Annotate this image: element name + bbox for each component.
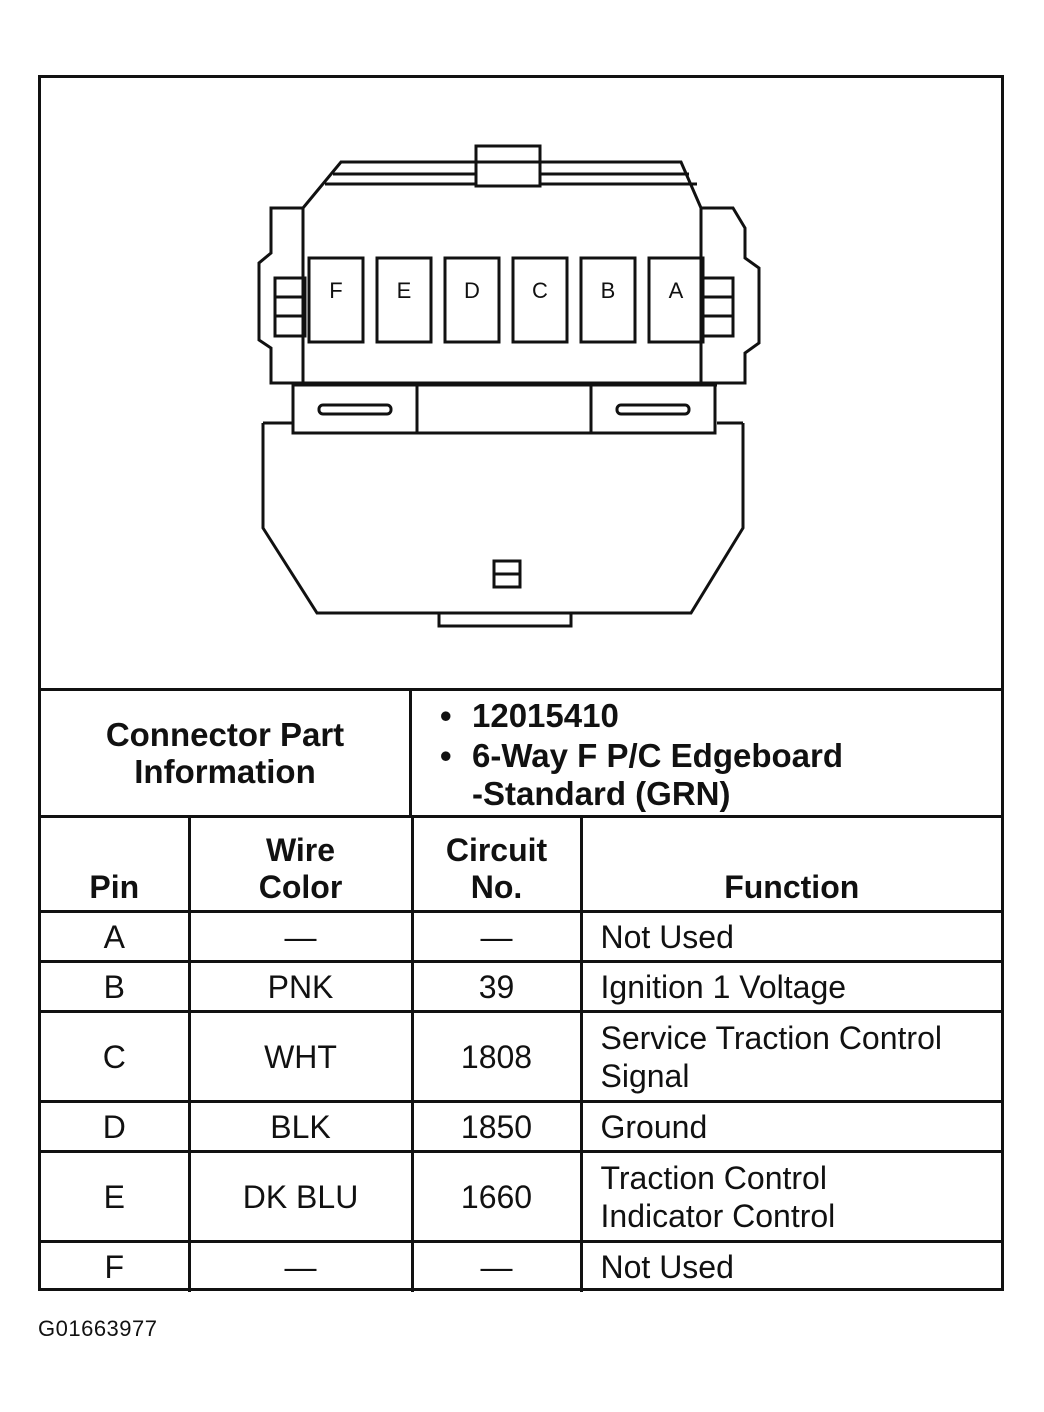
pin-cell: A (41, 910, 191, 963)
right-lock-block (589, 383, 717, 435)
wire-color-cell: — (187, 910, 414, 963)
function-cell: Ground (579, 1100, 1001, 1153)
left-lock-block (291, 383, 419, 435)
pin-cell: B (41, 960, 191, 1013)
pin-cell: E (41, 1150, 191, 1243)
pin-cell: F (41, 1240, 191, 1292)
lower-body (261, 421, 745, 615)
circuit-no-cell: — (410, 910, 583, 963)
pin-cavity-label: C (532, 278, 548, 303)
wire-color-cell: WHT (187, 1010, 414, 1103)
table-row: F——Not Used (41, 1240, 1001, 1292)
pin-table: Pin Wire Color Circuit No. Function A——N… (41, 818, 1001, 1292)
part-number-item: • 12015410 (440, 697, 619, 735)
connector-type-continuation: -Standard (GRN) (472, 775, 731, 813)
header-wire-color: Wire Color (187, 818, 414, 913)
function-cell: Traction Control Indicator Control (579, 1150, 1001, 1243)
bullet-icon: • (440, 737, 452, 774)
bottom-marker-icon (492, 559, 522, 589)
pin-cavity-label: B (601, 278, 616, 303)
header-circuit-no: Circuit No. (410, 818, 583, 913)
wire-color-cell: BLK (187, 1100, 414, 1153)
figure-id: G01663977 (38, 1316, 158, 1341)
pin-cavity-e (375, 256, 433, 344)
connector-type-continuation-text: -Standard (GRN) (472, 775, 731, 812)
header-pin: Pin (41, 818, 191, 913)
right-side-latch (701, 276, 735, 338)
pin-cavity-a (647, 256, 705, 344)
table-row: A——Not Used (41, 910, 1001, 963)
connector-part-info-label: Connector Part Information (41, 691, 412, 815)
wire-color-cell: — (187, 1240, 414, 1292)
wire-color-cell: PNK (187, 960, 414, 1013)
pin-cavity-f (307, 256, 365, 344)
function-cell: Service Traction Control Signal (579, 1010, 1001, 1103)
pin-cell: D (41, 1100, 191, 1153)
circuit-no-cell: 1660 (410, 1150, 583, 1243)
pin-cell: C (41, 1010, 191, 1103)
connector-part-info-values: • 12015410 • 6-Way F P/C Edgeboard -Stan… (412, 691, 1001, 815)
circuit-no-cell: 1808 (410, 1010, 583, 1103)
part-number-text: 12015410 (472, 697, 619, 734)
wire-color-cell: DK BLU (187, 1150, 414, 1243)
connector-type-text: 6-Way F P/C Edgeboard (472, 737, 843, 774)
latch-tab (474, 144, 542, 188)
pin-table-header: Pin Wire Color Circuit No. Function (41, 818, 1001, 913)
pin-cavity-label: F (329, 278, 342, 303)
bottom-tab (437, 613, 573, 628)
header-function: Function (579, 818, 1001, 913)
pin-cavity-c (511, 256, 569, 344)
pin-cavity-b (579, 256, 637, 344)
pin-cavity-label: E (397, 278, 412, 303)
pin-cavity-label: A (669, 278, 684, 303)
left-side-latch (273, 276, 307, 338)
function-cell: Not Used (579, 1240, 1001, 1292)
connector-type-item: • 6-Way F P/C Edgeboard (440, 737, 843, 775)
circuit-no-cell: — (410, 1240, 583, 1292)
function-cell: Ignition 1 Voltage (579, 960, 1001, 1013)
pin-cavity-d (443, 256, 501, 344)
right-lock-slot (615, 403, 691, 416)
connector-part-info-row: Connector Part Information • 12015410 • … (41, 688, 1001, 818)
circuit-no-cell: 39 (410, 960, 583, 1013)
pin-cavity-label: D (464, 278, 480, 303)
function-cell: Not Used (579, 910, 1001, 963)
connector-housing (257, 160, 761, 385)
left-lock-slot (317, 403, 393, 416)
connector-part-info-label-text: Connector Part Information (105, 716, 345, 790)
circuit-no-cell: 1850 (410, 1100, 583, 1153)
bullet-icon: • (440, 697, 452, 734)
